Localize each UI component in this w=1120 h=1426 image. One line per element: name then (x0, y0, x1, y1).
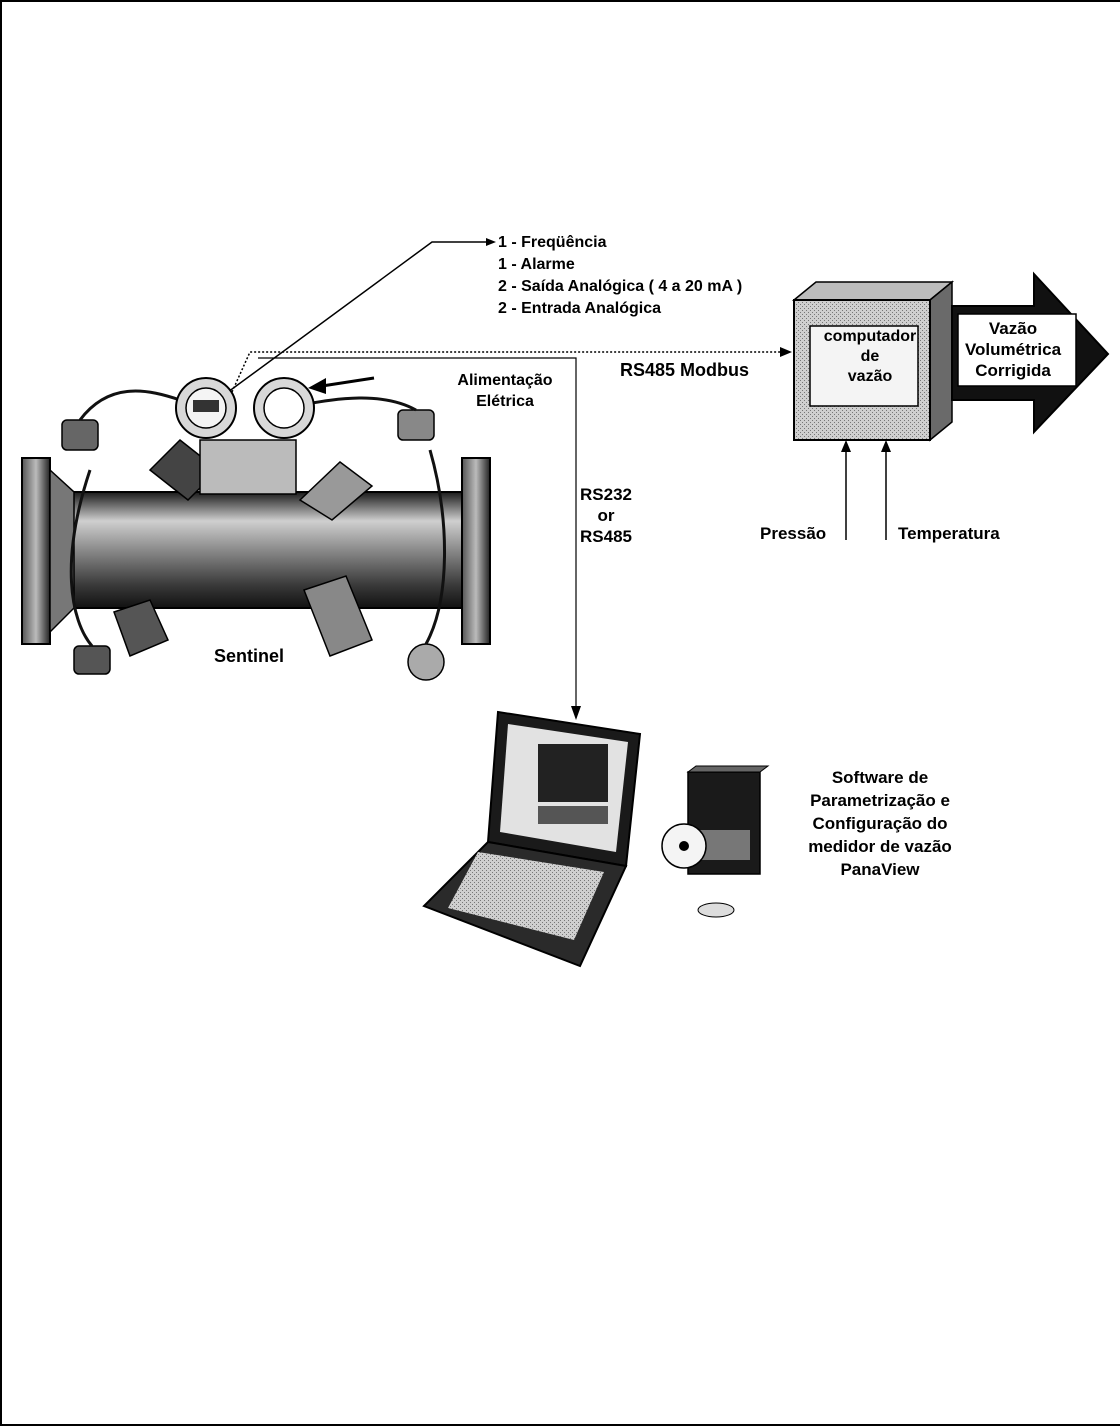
temperature-label: Temperatura (898, 524, 1000, 543)
software-label-line: Configuração do (812, 814, 948, 833)
io-list: 1 - Freqüência 1 - Alarme 2 - Saída Anal… (498, 232, 742, 320)
corrected-flow-arrow (951, 271, 1110, 435)
rs485-modbus-label: RS485 Modbus (620, 360, 750, 380)
flow-computer-box (791, 280, 955, 442)
flow-computer-label-line: de (860, 348, 880, 365)
rs232-label-line: RS485 (580, 527, 632, 546)
power-arrow-line (321, 376, 375, 388)
corrected-flow-label: Vazão Volumétrica Corrigida (954, 318, 1072, 381)
rs485-modbus-arrowhead (780, 347, 792, 357)
software-label-line: medidor de vazão (808, 837, 952, 856)
io-list-item: 1 - Freqüência (498, 234, 607, 251)
software-package (661, 765, 770, 918)
meter-name-label: Sentinel (214, 646, 285, 666)
power-arrowhead (308, 378, 326, 394)
pressure-arrowhead (841, 440, 851, 452)
io-leader-line (227, 241, 488, 393)
rs485-modbus-line (231, 351, 780, 393)
power-label-line: Alimentação (457, 372, 553, 389)
rs232-label-line: RS232 (580, 485, 632, 504)
corrected-flow-label-line: Corrigida (975, 361, 1051, 380)
rs232-line (258, 357, 577, 708)
temperature-arrowhead (881, 440, 891, 452)
io-leader-arrowhead (486, 238, 496, 246)
software-label-line: PanaView (840, 860, 920, 879)
flow-computer-label-line: vazão (847, 368, 893, 385)
io-list-item: 2 - Saída Analógica ( 4 a 20 mA ) (498, 278, 743, 295)
software-label-line: Software de (831, 768, 929, 787)
sentinel-meter (21, 377, 491, 681)
io-list-item: 1 - Alarme (498, 256, 575, 273)
flow-computer-label: computador de vazão (810, 327, 930, 387)
laptop (422, 710, 642, 968)
io-list-item: 2 - Entrada Analógica (498, 300, 661, 317)
rs232-arrowhead (571, 706, 581, 720)
software-label-line: Parametrização e (810, 791, 950, 810)
corrected-flow-label-line: Volumétrica (964, 340, 1062, 359)
power-label-line: Elétrica (476, 393, 534, 410)
pressure-label: Pressão (760, 524, 827, 543)
software-label: Software de Parametrização e Configuraçã… (780, 766, 980, 881)
power-label: Alimentação Elétrica (450, 370, 560, 412)
rs232-label: RS232 or RS485 (576, 484, 636, 547)
corrected-flow-label-line: Vazão (988, 319, 1038, 338)
flow-computer-label-line: computador (823, 328, 917, 345)
rs232-label-line: or (597, 506, 615, 525)
